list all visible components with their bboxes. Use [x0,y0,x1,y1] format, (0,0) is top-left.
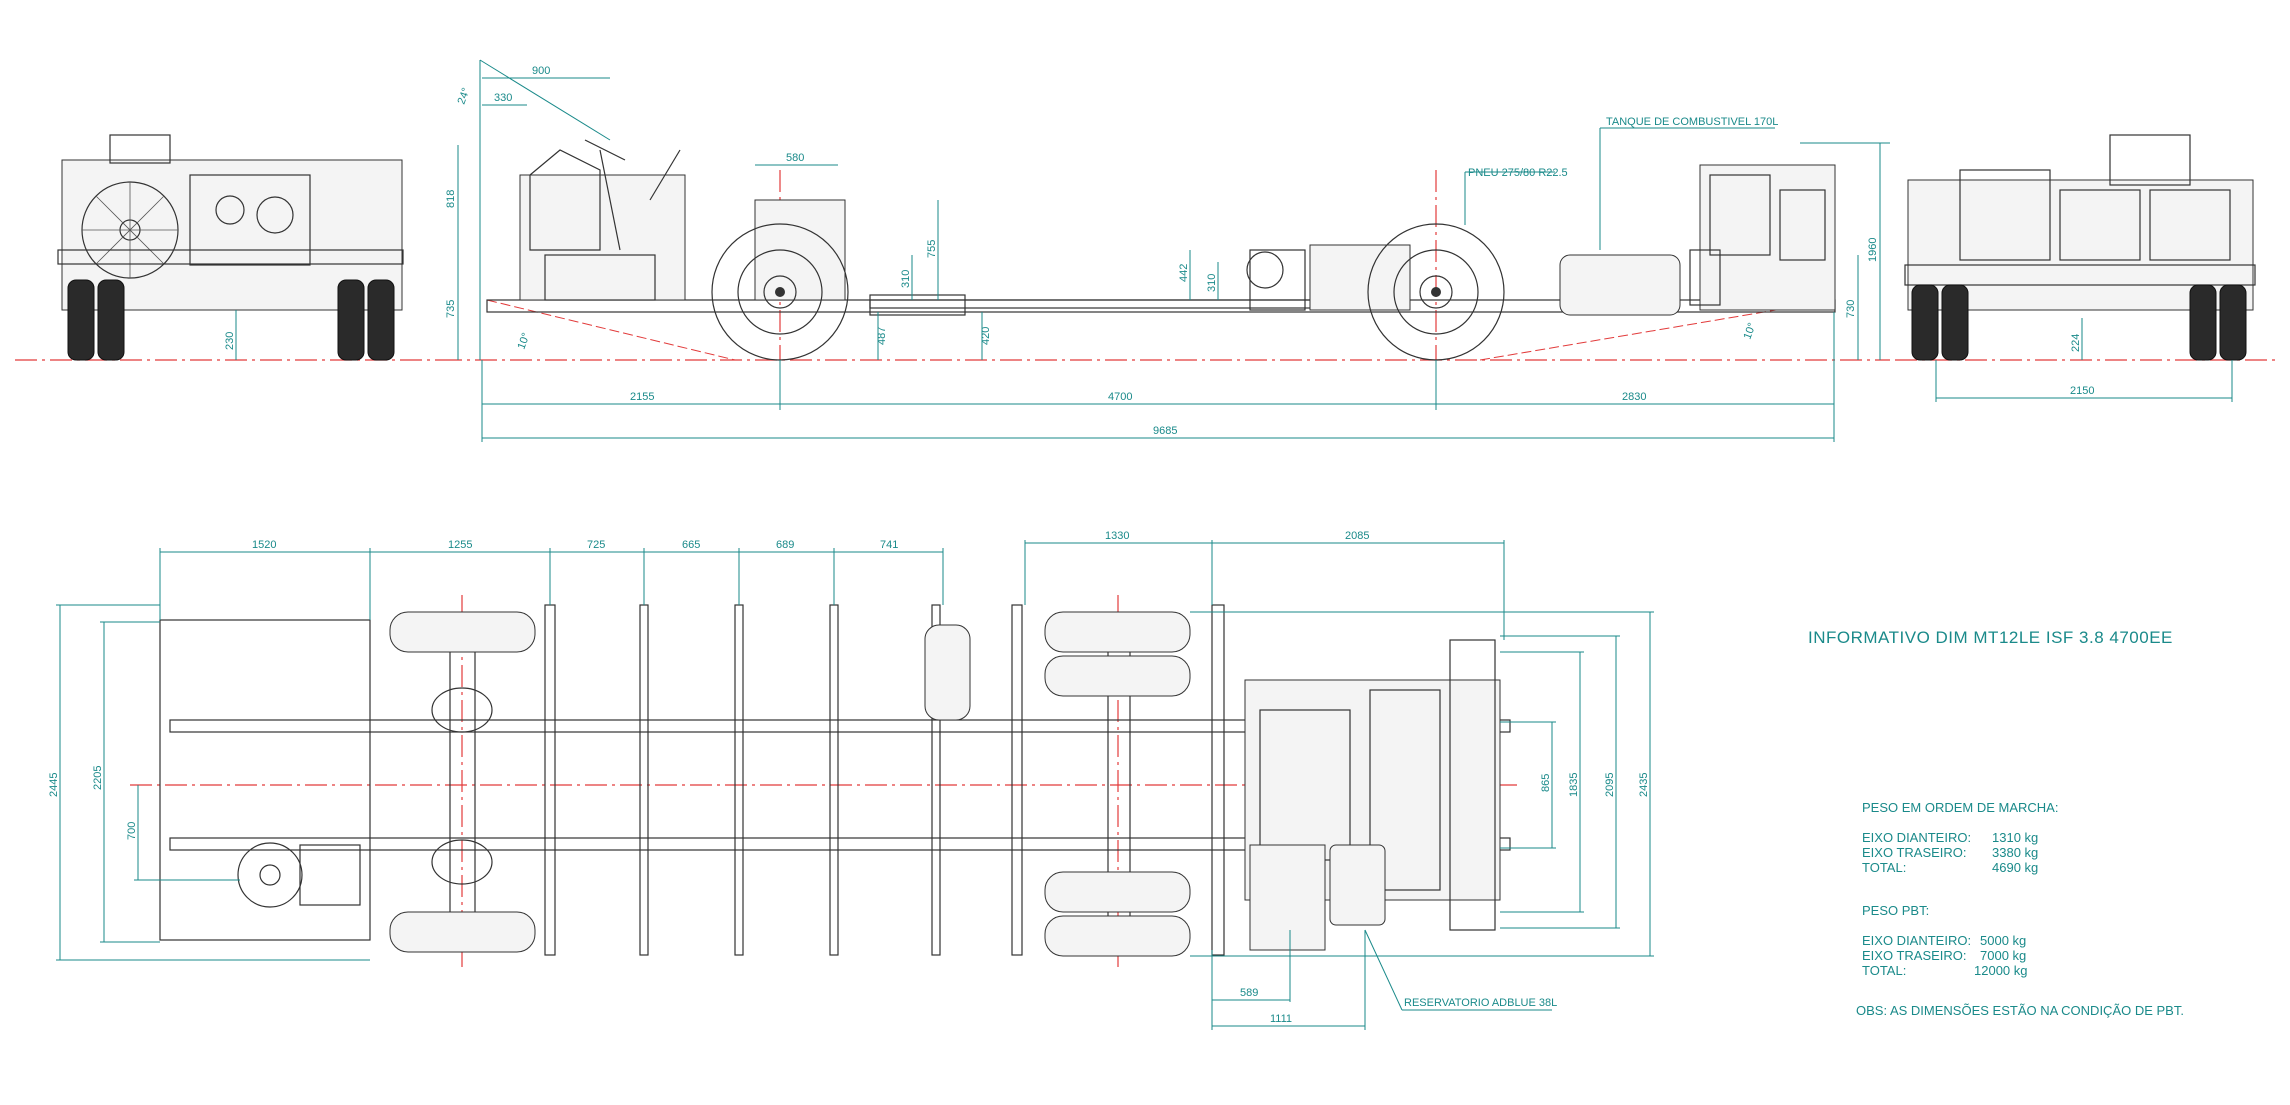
dim-1330: 1330 [1105,530,1129,542]
front-tire-right-inner [337,279,365,361]
dim-1835: 1835 [1568,773,1580,797]
drawing-title: INFORMATIVO DIM MT12LE ISF 3.8 4700EE [1808,628,2173,647]
running-total-row: TOTAL:4690 kg [1862,860,2039,875]
rear-tire-right-inner [2189,284,2217,361]
fuel-tank [1559,254,1681,316]
dim-330: 330 [494,92,512,104]
front-axle-housing [754,199,846,301]
running-weights-title: PESO EM ORDEM DE MARCHA: [1862,800,2059,815]
top-front-tire-right [389,911,536,953]
dim-735: 735 [445,300,457,318]
rear-tire-right-outer [2219,284,2247,361]
dim-665: 665 [682,539,700,551]
top-rear-tire-left-inner [1044,655,1191,697]
front-axle [57,249,404,265]
top-adblue-tank [1329,844,1386,926]
pbt-total-row: TOTAL:12000 kg [1862,963,2028,978]
front-engine-top [109,134,171,164]
top-rear-tire-right-inner [1044,871,1191,913]
top-view: 1520 1255 725 665 689 741 1330 2085 2445… [48,530,1654,1030]
rear-tire-left-outer [1911,284,1939,361]
dim-689: 689 [776,539,794,551]
dim-755: 755 [926,240,938,258]
dim-2445: 2445 [48,773,60,797]
front-tire-left-inner [97,279,125,361]
dim-9685: 9685 [1153,425,1177,437]
dim-589: 589 [1240,987,1258,999]
dim-2205: 2205 [92,766,104,790]
dim-2150: 2150 [2070,385,2094,397]
label-adblue: RESERVATORIO ADBLUE 38L [1404,997,1557,1009]
top-rear-tire-right-outer [1044,915,1191,957]
rear-view: 224 2150 [1895,134,2280,402]
dim-725: 725 [587,539,605,551]
front-overhang-frame [159,619,371,941]
top-front-tire-left [389,611,536,653]
rear-tire-left-inner [1941,284,1969,361]
frame-rail-left [169,719,1511,733]
dim-1520: 1520 [252,539,276,551]
dim-420: 420 [980,327,992,345]
pbt-rear-row: EIXO TRASEIRO:7000 kg [1862,948,2027,963]
dim-4700: 4700 [1108,391,1132,403]
running-rear-row: EIXO TRASEIRO:3380 kg [1862,845,2039,860]
top-fuel-tank [1249,844,1326,951]
top-air-tank [924,624,971,721]
front-engine-block [189,174,311,266]
frame-rail-right [169,837,1511,851]
label-tire: PNEU 275/80 R22.5 [1468,167,1568,179]
steering-wheel [584,139,626,161]
dim-2155: 2155 [630,391,654,403]
running-weights: PESO EM ORDEM DE MARCHA: EIXO DIANTEIRO:… [1862,800,2058,875]
dim-2095: 2095 [1604,773,1616,797]
front-tire-left-outer [67,279,95,361]
dim-730: 730 [1845,300,1857,318]
rear-engine-top [2109,134,2191,186]
dim-741: 741 [880,539,898,551]
dim-2085: 2085 [1345,530,1369,542]
dim-818: 818 [445,190,457,208]
dim-1255: 1255 [448,539,472,551]
dim-865: 865 [1540,774,1552,792]
top-rear-tire-left-outer [1044,611,1191,653]
angle-10-rear: 10° [1742,321,1759,341]
dim-310-rear: 310 [1206,274,1218,292]
pbt-weights-title: PESO PBT: [1862,903,1930,918]
note-dimensions: OBS: AS DIMENSÕES ESTÃO NA CONDIÇÃO DE P… [1856,1003,2184,1018]
dim-487: 487 [876,327,888,345]
side-view: 900 330 24° 818 735 10° 580 755 310 487 … [440,59,1890,442]
angle-10-front: 10° [516,331,533,351]
dim-580: 580 [786,152,804,164]
angle-24: 24° [456,86,473,106]
front-view: 230 [15,134,440,361]
dim-442: 442 [1178,264,1190,282]
pbt-front-row: EIXO DIANTEIRO:5000 kg [1862,933,2027,948]
dim-700: 700 [126,822,138,840]
running-front-row: EIXO DIANTEIRO:1310 kg [1862,830,2039,845]
pbt-weights: PESO PBT: EIXO DIANTEIRO:5000 kg EIXO TR… [1862,903,2028,978]
dim-224: 224 [2070,334,2082,352]
label-fuel-tank: TANQUE DE COMBUSTIVEL 170L [1606,116,1778,128]
rear-axle [1904,264,2256,286]
rear-engine [1699,164,1836,311]
dim-2830: 2830 [1622,391,1646,403]
dim-900: 900 [532,65,550,77]
dim-230: 230 [224,332,236,350]
dim-310-front: 310 [900,270,912,288]
dim-1111: 1111 [1270,1013,1292,1025]
dim-2435: 2435 [1638,773,1650,797]
top-steering-gear [237,842,303,908]
driver-cab-frame [519,174,686,301]
front-tire-right-outer [367,279,395,361]
dim-1960: 1960 [1867,238,1879,262]
